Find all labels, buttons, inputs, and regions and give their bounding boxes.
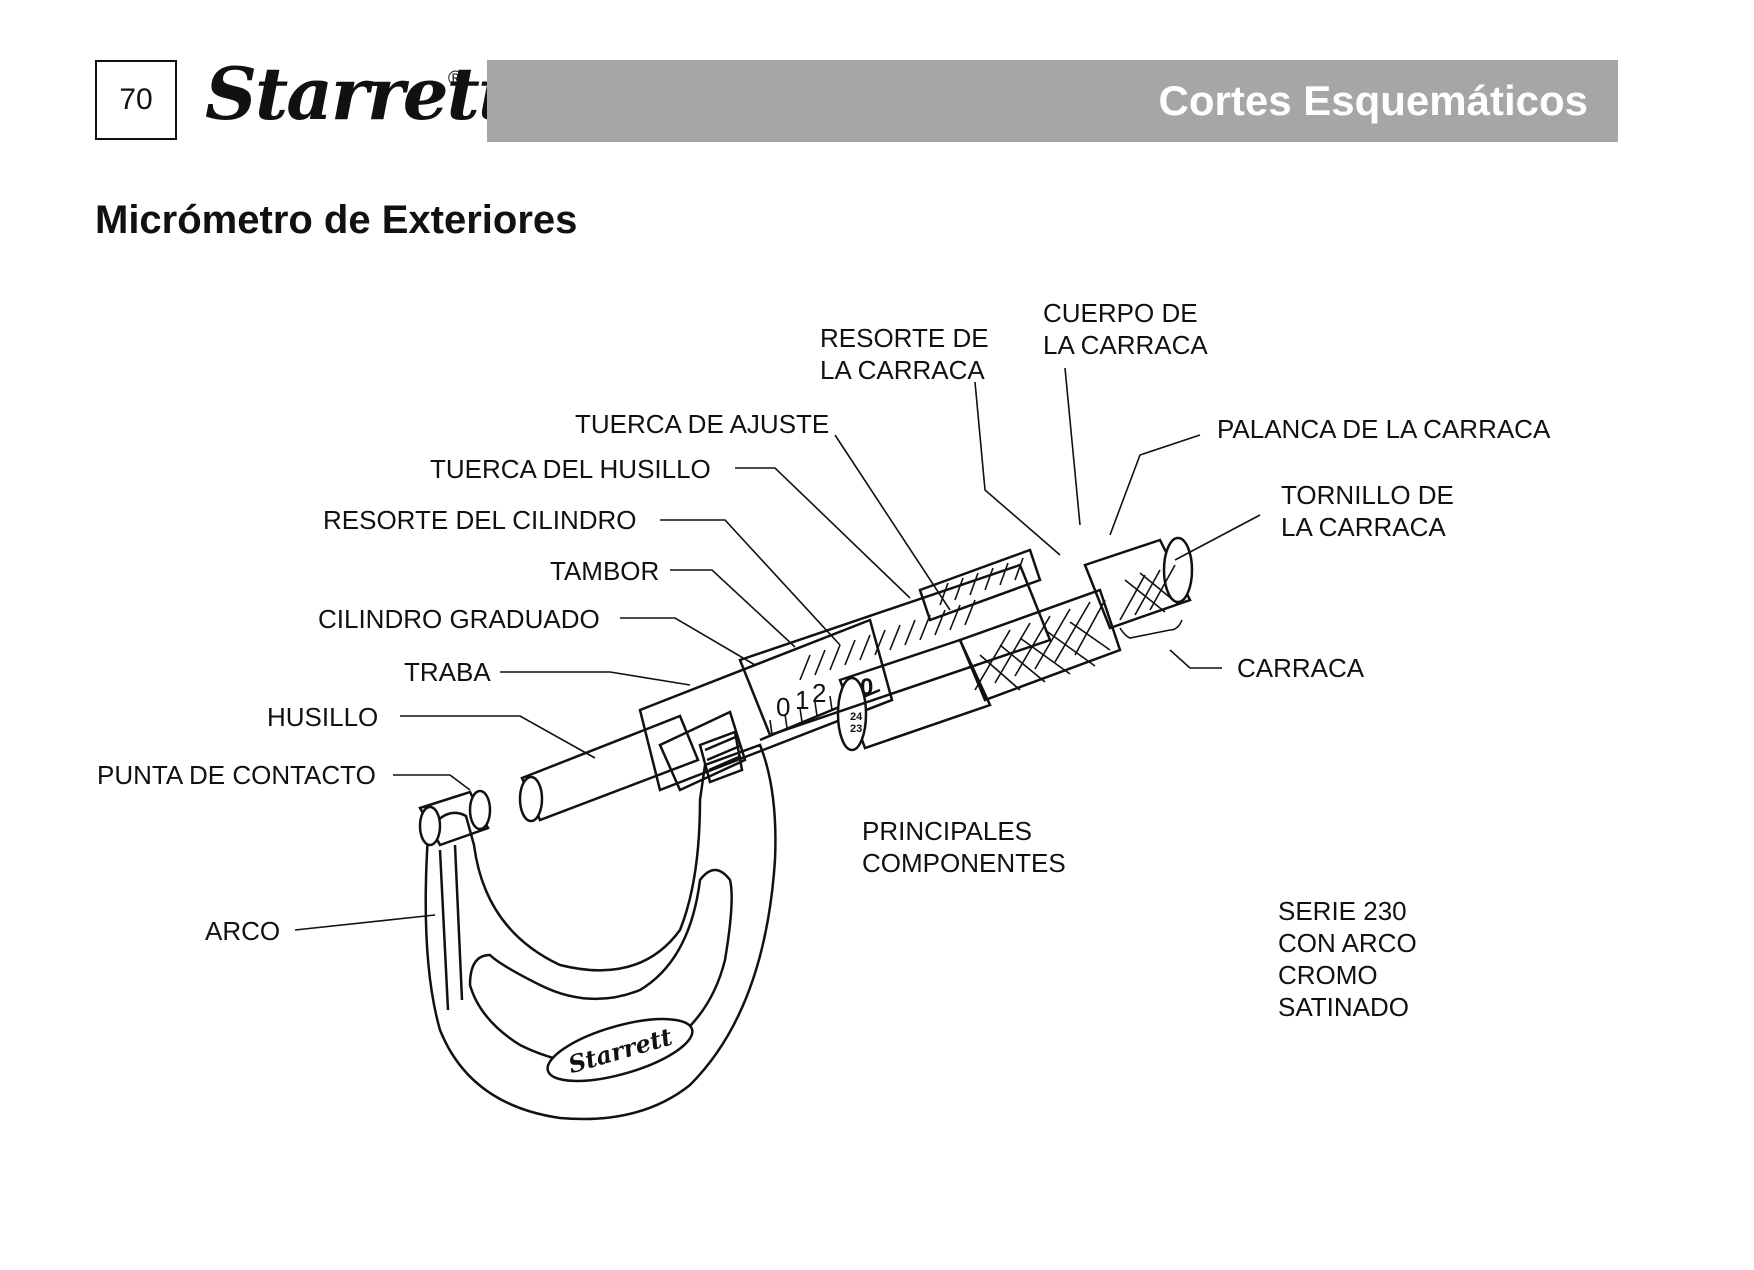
thimble: 0 24 23: [836, 638, 992, 752]
bracket-carraca: [1119, 619, 1183, 639]
sleeve-digit-1: 1: [795, 685, 809, 715]
label-punta-contacto: PUNTA DE CONTACTO: [97, 760, 376, 790]
caption: PRINCIPALES COMPONENTES: [862, 816, 1066, 878]
label-cuerpo-carraca-line1: CUERPO DE: [1043, 298, 1198, 328]
series-line3: CROMO: [1278, 960, 1378, 990]
sleeve-digit-2: 2: [812, 678, 826, 708]
label-cuerpo-carraca-line2: LA CARRACA: [1043, 330, 1208, 360]
leader-tornillo-carraca: [1174, 514, 1261, 561]
leader-arco: [294, 914, 436, 931]
series-line4: SATINADO: [1278, 992, 1409, 1022]
thimble-zero: 0: [860, 674, 873, 701]
label-tornillo-carraca-line2: LA CARRACA: [1281, 512, 1446, 542]
leader-tuerca-husillo: [735, 467, 911, 599]
series-line2: CON ARCO: [1278, 928, 1417, 958]
sleeve-digit-0: 0: [776, 692, 790, 722]
ratchet-cap: [1083, 536, 1194, 630]
leader-cuerpo-carraca: [1064, 367, 1081, 526]
leader-carraca: [1169, 649, 1222, 669]
sleeve-digits: 0 1 2: [776, 678, 826, 722]
barrel-cutaway: [738, 548, 1052, 737]
leader-traba: [500, 671, 691, 686]
label-tambor: TAMBOR: [550, 556, 659, 586]
frame-shading: [438, 844, 464, 1011]
caption-line2: COMPONENTES: [862, 848, 1066, 878]
leader-palanca-carraca: [1109, 434, 1201, 536]
leader-tambor: [670, 569, 796, 648]
label-resorte-cilindro: RESORTE DEL CILINDRO: [323, 505, 637, 535]
label-tuerca-husillo: TUERCA DEL HUSILLO: [430, 454, 711, 484]
leader-punta-contacto: [393, 774, 471, 791]
page-subtitle: Micrómetro de Exteriores: [95, 198, 578, 242]
label-resorte-carraca-line1: RESORTE DE: [820, 323, 989, 353]
header-title: Cortes Esquemáticos: [1158, 77, 1588, 124]
spindle: [518, 714, 700, 823]
frame-outer: [424, 743, 777, 1121]
leader-resorte-cilindro: [660, 519, 841, 646]
label-husillo: HUSILLO: [267, 702, 378, 732]
header-bar: Cortes Esquemáticos: [487, 60, 1618, 142]
anvil: [418, 789, 492, 847]
label-carraca: CARRACA: [1237, 653, 1365, 683]
registered-mark: ®: [448, 68, 463, 90]
caption-line1: PRINCIPALES: [862, 816, 1032, 846]
lock-ring: [658, 710, 747, 792]
leader-husillo: [400, 715, 596, 759]
thimble-number-23: 23: [850, 723, 862, 735]
series-note: SERIE 230 CON ARCO CROMO SATINADO: [1278, 896, 1417, 1022]
label-palanca-carraca: PALANCA DE LA CARRACA: [1217, 414, 1551, 444]
label-cilindro-graduado: CILINDRO GRADUADO: [318, 604, 600, 634]
leader-cilindro-graduado: [620, 617, 756, 666]
thimble-number-24: 24: [850, 711, 863, 723]
page-number: 70: [95, 60, 177, 140]
ratchet-body: [958, 588, 1122, 702]
label-arco: ARCO: [205, 916, 280, 946]
label-tuerca-ajuste: TUERCA DE AJUSTE: [575, 409, 829, 439]
leader-lines: [294, 367, 1261, 931]
frame-logo-plate: Starrett: [546, 1017, 694, 1083]
label-resorte-carraca-line2: LA CARRACA: [820, 355, 985, 385]
leader-tuerca-ajuste: [834, 434, 951, 611]
label-tornillo-carraca-line1: TORNILLO DE: [1281, 480, 1454, 510]
starrett-logo: Starrett: [205, 51, 511, 136]
component-labels: RESORTE DE LA CARRACA CUERPO DE LA CARRA…: [97, 298, 1551, 946]
series-line1: SERIE 230: [1278, 896, 1407, 926]
leader-resorte-carraca: [974, 381, 1061, 556]
label-traba: TRABA: [404, 657, 491, 687]
